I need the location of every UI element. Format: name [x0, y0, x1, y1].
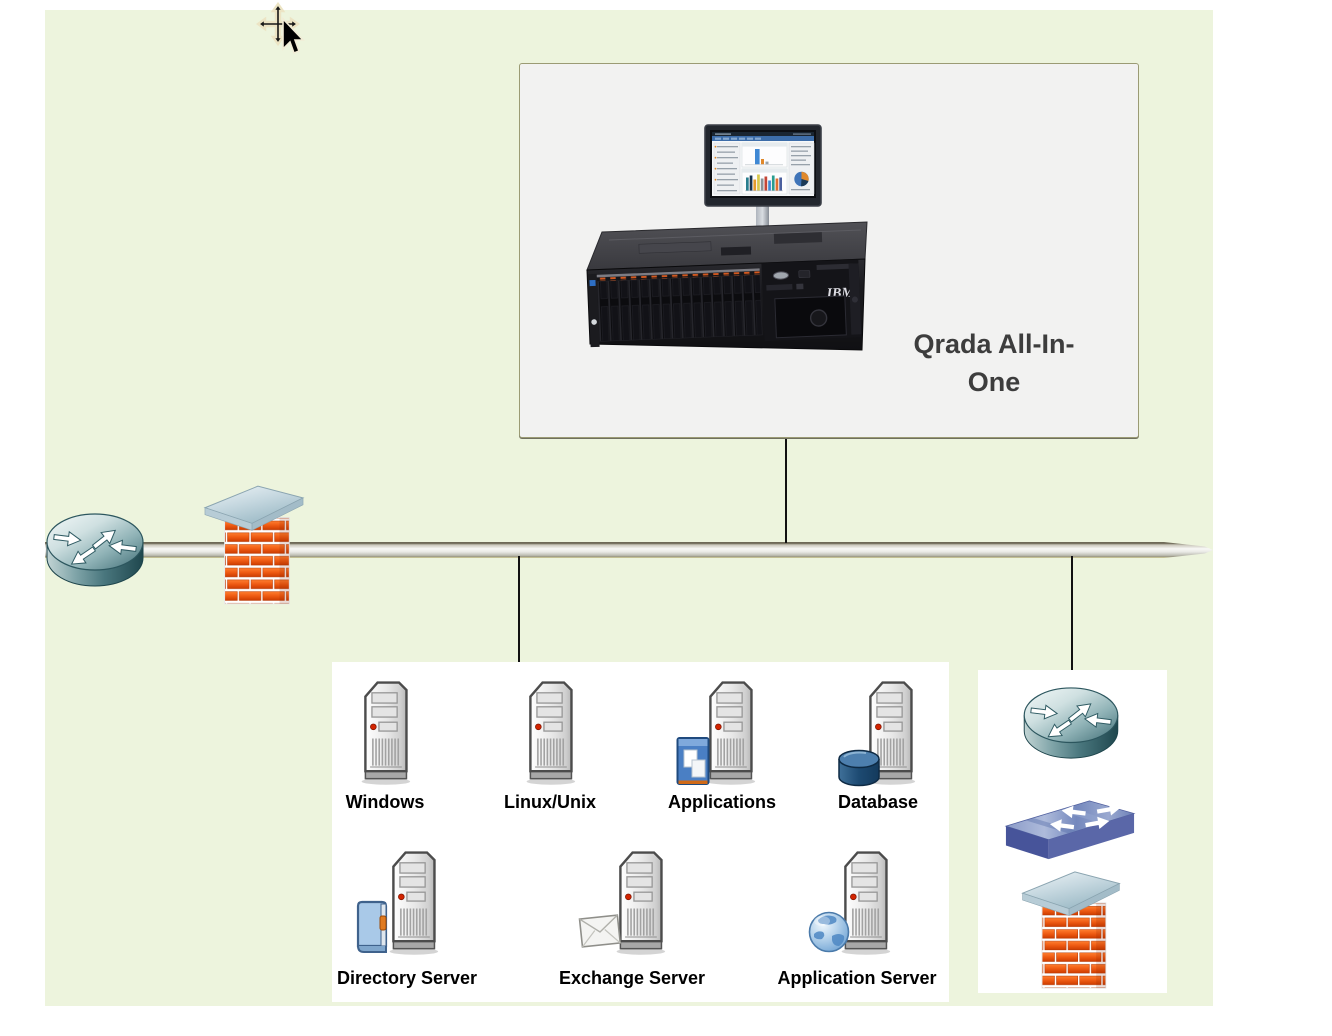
qrada-server-illustration[interactable]: IBM	[569, 119, 869, 361]
connector-bus-to-servers[interactable]	[518, 556, 520, 663]
directory-server-icon[interactable]	[385, 848, 441, 956]
router-icon[interactable]	[1022, 686, 1120, 762]
network-bus-line[interactable]	[45, 542, 1213, 558]
servers-panel[interactable]: Windows Linux/Unix Applications Database	[332, 662, 949, 1002]
label-database: Database	[837, 792, 919, 812]
rack-server-front: IBM	[586, 258, 866, 351]
label-linux-unix: Linux/Unix	[503, 792, 596, 812]
drive-bays	[595, 274, 763, 342]
rack-server-top	[586, 221, 868, 271]
bar-chart-bar	[755, 149, 760, 165]
label-windows: Windows	[345, 792, 425, 812]
network-devices-panel[interactable]	[978, 670, 1167, 993]
monitor	[704, 124, 822, 207]
qrada-title-line1: Qrada All-In-	[913, 329, 1075, 359]
app-window-icon	[676, 737, 710, 785]
linux-unix-server-icon[interactable]	[522, 678, 578, 786]
move-cursor-icon	[255, 2, 305, 55]
multicolor-bar-chart	[746, 174, 782, 191]
database-cylinder-icon	[838, 749, 880, 787]
edge-router-icon[interactable]	[45, 512, 145, 590]
label-application-server: Application Server	[777, 968, 937, 988]
label-directory-server: Directory Server	[336, 968, 478, 988]
globe-icon	[808, 911, 850, 953]
label-exchange-server: Exchange Server	[558, 968, 706, 988]
address-book-icon	[356, 900, 388, 953]
drive-latch-row	[595, 271, 760, 282]
switch-icon[interactable]	[1004, 798, 1136, 862]
edge-firewall-icon[interactable]	[203, 484, 305, 608]
connector-bus-to-devices[interactable]	[1071, 556, 1073, 671]
windows-server-icon[interactable]	[357, 678, 413, 786]
pie-chart	[794, 171, 809, 187]
dashboard-screen	[712, 132, 815, 195]
connector-qrada-to-bus[interactable]	[785, 436, 787, 543]
qrada-title: Qrada All-In- One	[879, 325, 1109, 401]
firewall-icon[interactable]	[1020, 870, 1122, 992]
qrada-title-line2: One	[967, 367, 1021, 397]
optical-drive	[766, 284, 793, 291]
envelope-icon	[578, 914, 622, 948]
label-applications: Applications	[667, 792, 776, 812]
pointer-arrow-icon	[282, 17, 305, 55]
vga-port	[772, 271, 789, 280]
